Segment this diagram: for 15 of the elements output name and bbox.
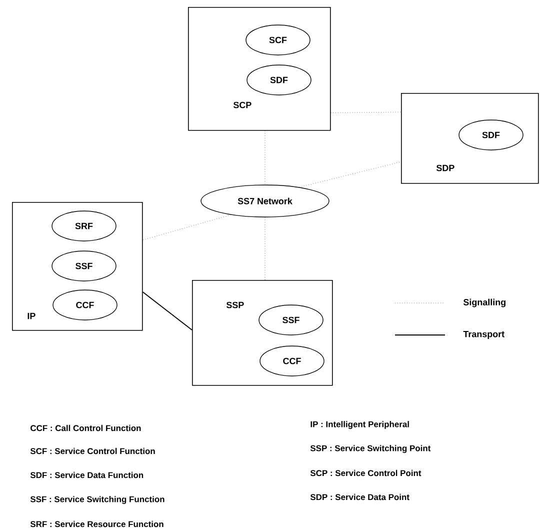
legend-label: Signalling <box>463 298 506 308</box>
glossary-entry: SDF : Service Data Function <box>30 472 144 478</box>
glossary-entry: SCP : Service Control Point <box>310 470 422 476</box>
glossary-entry: SDP : Service Data Point <box>310 494 410 500</box>
signalling-line <box>330 112 402 113</box>
glossary-entry: SSF : Service Switching Function <box>30 496 164 504</box>
signalling-line <box>299 162 402 188</box>
transport-line <box>142 292 192 330</box>
glossary-entry: CCF : Call Control Function <box>30 424 141 432</box>
glossary-entry: IP : Intelligent Peripheral <box>310 421 409 429</box>
glossary-entry: SCF : Service Control Function <box>30 448 155 454</box>
glossary-entry: SSP : Service Switching Point <box>310 445 431 453</box>
glossary-entry: SRF : Service Resource Function <box>30 520 164 528</box>
legend-label: Transport <box>463 330 504 339</box>
signalling-line <box>142 214 231 240</box>
